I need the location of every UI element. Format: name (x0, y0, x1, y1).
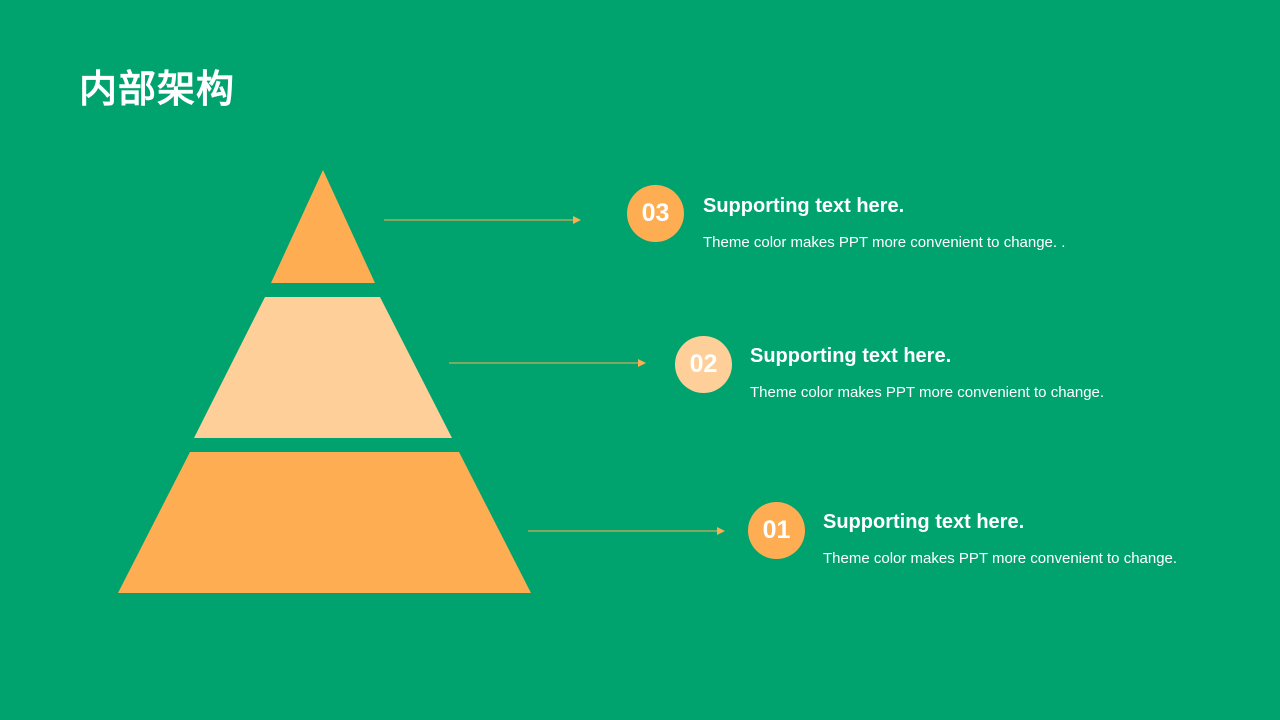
number-badge: 03 (627, 185, 684, 242)
pyramid-tier-top (271, 170, 375, 283)
item-heading: Supporting text here. (823, 511, 1025, 533)
item-description: Theme color makes PPT more convenient to… (823, 550, 1178, 567)
item-heading: Supporting text here. (750, 345, 952, 367)
pyramid-tier-bottom (118, 452, 531, 593)
connector-arrow-01 (528, 527, 725, 535)
page-title: 内部架构 (79, 67, 236, 111)
pyramid-tier-middle (194, 297, 452, 438)
item-description: Theme color makes PPT more convenient to… (750, 384, 1105, 401)
item-description: Theme color makes PPT more convenient to… (703, 234, 1066, 251)
item-heading: Supporting text here. (703, 195, 905, 217)
number-badge: 02 (675, 336, 732, 393)
number-badge: 01 (748, 502, 805, 559)
connector-arrow-02 (449, 359, 646, 367)
connector-arrow-03 (384, 216, 581, 224)
